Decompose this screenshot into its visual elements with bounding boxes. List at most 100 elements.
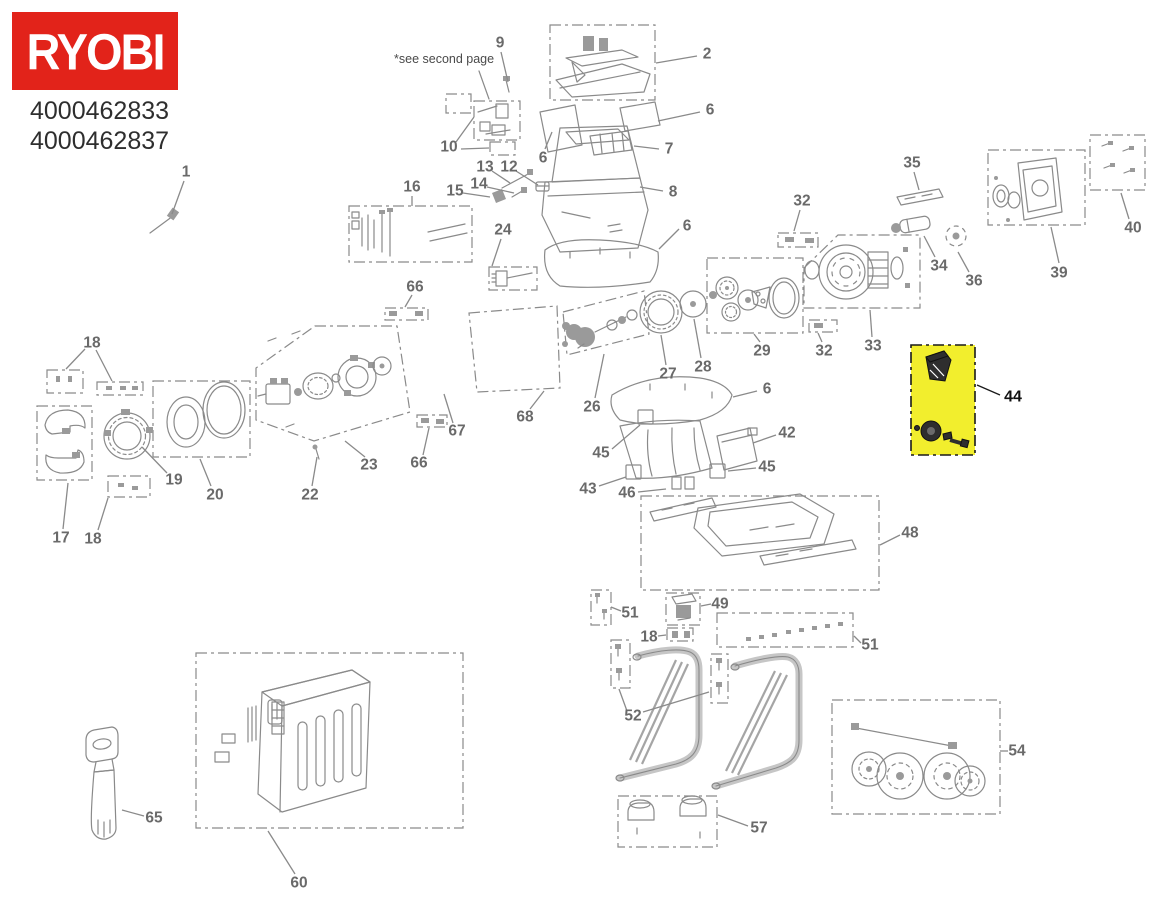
group-24-box (488, 266, 538, 291)
callout-label-18: 18 (640, 629, 658, 646)
part-9-screw-sketch (503, 76, 510, 93)
part-19-bearing-shield-sketch (103, 409, 153, 460)
part-27-bearing-ring-sketch (639, 290, 683, 334)
callout-label-15: 15 (446, 183, 464, 200)
product-number-1: 4000462833 (30, 97, 170, 125)
part-40-screws-sketch (1101, 141, 1135, 174)
callout-leader-line (727, 467, 757, 472)
callout-label-44[interactable]: 44 (1004, 389, 1022, 406)
callout-leader-line (853, 635, 862, 644)
callout-leader-line (700, 603, 712, 607)
callout-label-32: 32 (793, 193, 810, 210)
group-33-box (803, 234, 921, 309)
part-10-assembly-sketch (477, 103, 511, 136)
part-17-housing-halves-sketch (44, 409, 86, 474)
group-51-right-box (716, 612, 854, 648)
callout-label-20: 20 (206, 487, 223, 504)
callout-label-51: 51 (621, 605, 639, 622)
group-66-upper-box (384, 307, 429, 321)
part-22-screw-sketch (312, 444, 320, 460)
group-29-box (706, 257, 804, 334)
product-numbers: 4000462833 4000462837 (30, 96, 169, 156)
callout-leader-line (655, 55, 698, 64)
group-68-box (468, 305, 561, 393)
callout-leader-line (610, 606, 622, 612)
group-39-box (987, 149, 1086, 226)
callout-leader-line (693, 318, 702, 359)
callout-label-22: 22 (301, 487, 318, 504)
callout-label-54: 54 (1008, 743, 1026, 760)
callout-leader-line (879, 534, 901, 546)
group-32-upper-box (777, 232, 819, 248)
callout-leader-line (500, 51, 509, 83)
callout-leader-line (95, 349, 113, 382)
part-16-hardware-kit-sketch (351, 208, 468, 257)
note-leader-line (478, 70, 490, 100)
group-32-lower-box (808, 319, 838, 333)
callout-leader-line (658, 228, 680, 250)
part-60-collection-bin-sketch (214, 669, 371, 813)
part-20-rings-sketch (166, 381, 246, 448)
parts-43-45-46-blocks-sketch (625, 409, 726, 490)
callout-label-39: 39 (1050, 265, 1068, 282)
part-35-bar-sketch (896, 188, 944, 206)
part-24-switch-sketch (491, 270, 533, 287)
group-18-a2-box (96, 381, 144, 396)
callout-leader-line (717, 814, 749, 827)
callout-leader-line (171, 180, 185, 215)
callout-leader-line (618, 688, 628, 712)
callout-label-17: 17 (52, 530, 69, 547)
part-51-screw-kits-sketch (595, 593, 843, 641)
callout-leader-line (121, 809, 145, 817)
callout-label-18: 18 (83, 335, 101, 352)
callout-leader-line (486, 186, 515, 194)
group-16-box (348, 205, 473, 263)
part-8-hopper-housing-sketch (541, 125, 649, 253)
part-29-gear-set-sketch (709, 276, 800, 322)
callout-label-34: 34 (930, 258, 948, 275)
group-18-a1-box (46, 369, 84, 394)
callout-label-10: 10 (440, 139, 457, 156)
callout-label-66: 66 (406, 279, 424, 296)
callout-leader-line (65, 348, 86, 370)
callout-label-42: 42 (778, 425, 795, 442)
callout-label-9: 9 (496, 35, 505, 52)
callout-label-48: 48 (901, 525, 919, 542)
callout-label-43: 43 (579, 481, 597, 498)
callout-leader-line (97, 497, 109, 531)
callout-leader-line (460, 147, 490, 150)
callout-label-45: 45 (592, 445, 610, 462)
callout-label-35: 35 (903, 155, 921, 172)
callout-leader-line (344, 440, 366, 458)
callout-label-57: 57 (750, 820, 767, 837)
part-26-shaft-assembly-sketch (562, 309, 638, 349)
callout-label-19: 19 (165, 472, 183, 489)
callout-leader-line (913, 171, 920, 191)
part-18-screw-boxes-sketch (56, 376, 690, 638)
callout-leader-line (657, 634, 667, 637)
callout-label-7: 7 (665, 141, 674, 158)
group-20-box (152, 380, 251, 458)
callout-leader-line (491, 238, 502, 267)
callout-leader-line (404, 294, 413, 308)
callout-leader-line (199, 458, 212, 487)
callout-leader-line (1120, 192, 1130, 220)
group-51-left-box (590, 589, 612, 626)
callout-label-45: 45 (758, 459, 776, 476)
part-57-end-caps-sketch (627, 795, 707, 839)
callout-label-68: 68 (516, 409, 534, 426)
callout-label-6: 6 (683, 218, 692, 235)
part-28-disc-sketch (679, 290, 707, 318)
part-52-leg-frames-sketch (615, 644, 803, 790)
callout-leader-line (62, 482, 69, 530)
part-54-wheel-kit-sketch (851, 723, 986, 800)
group-26-box (562, 290, 650, 356)
callout-leader-line (923, 235, 936, 258)
callout-label-28: 28 (694, 359, 712, 376)
callout-label-26: 26 (583, 399, 601, 416)
callout-label-23: 23 (360, 457, 378, 474)
callout-leader-line (657, 111, 701, 122)
